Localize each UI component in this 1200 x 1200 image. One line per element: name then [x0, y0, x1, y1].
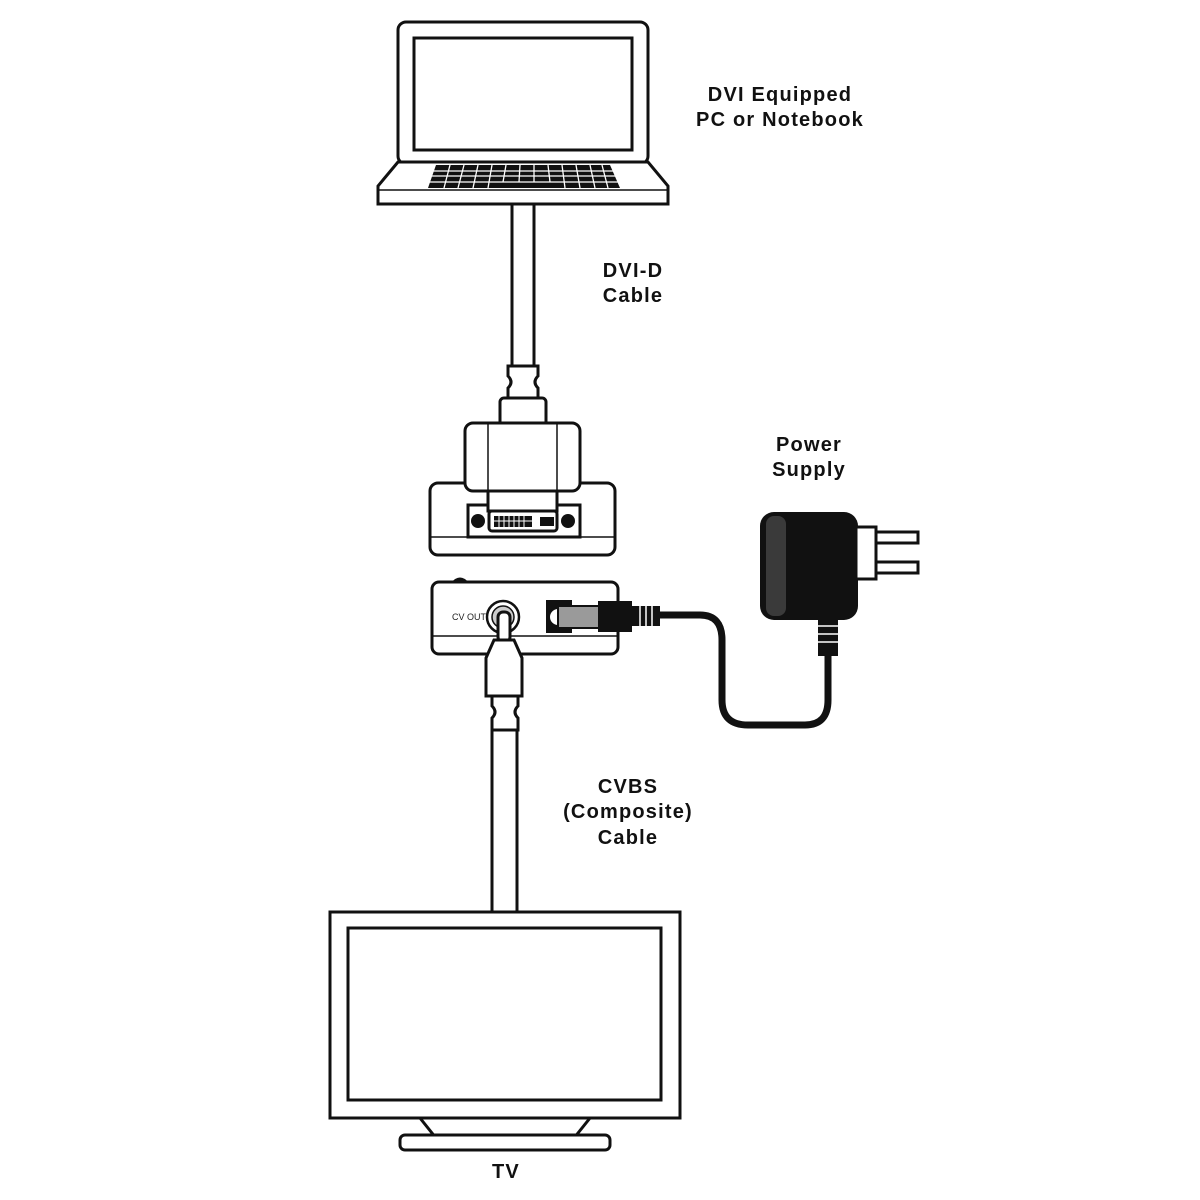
tv-label: TV	[492, 1161, 520, 1183]
dvi-cable	[498, 202, 548, 428]
tv-icon	[328, 910, 682, 1152]
laptop-icon	[376, 20, 670, 206]
power-supply-icon	[760, 512, 920, 656]
cvbs-label-line3: Cable	[598, 827, 658, 849]
pc-label-line2: PC or Notebook	[696, 109, 864, 131]
dvi-cable-label-line2: Cable	[603, 285, 663, 307]
cv-out-port-label: CV OUT	[452, 612, 487, 622]
power-cable	[557, 601, 832, 729]
cvbs-label-line1: CVBS	[598, 776, 658, 798]
cvbs-label-line2: (Composite)	[563, 801, 693, 823]
converter-input-side	[428, 421, 617, 557]
power-label-line1: Power	[776, 434, 842, 456]
power-label-line2: Supply	[772, 459, 846, 481]
pc-label-line1: DVI Equipped	[708, 84, 852, 106]
dvi-cable-label-line1: DVI-D	[603, 260, 663, 282]
cvbs-cable	[484, 610, 524, 915]
